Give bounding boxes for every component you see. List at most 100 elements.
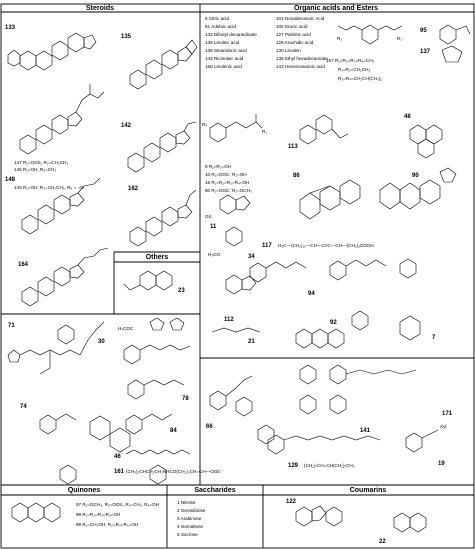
compound-number: 34: [248, 254, 255, 260]
compound-number: 113: [288, 144, 298, 150]
list-item: 144 Ricinoleic acid: [205, 56, 244, 61]
list-item: 136 Ethyl hexadecanoate: [276, 56, 328, 61]
others-header: Others: [146, 254, 169, 261]
steroids-header: Steroids: [86, 5, 114, 12]
list-item: 150 Linolenic acid: [205, 64, 242, 69]
list-item: 143 Heneicosanoic acid: [276, 64, 325, 69]
compound-number: 135: [121, 34, 132, 40]
xyl-label: Xyl: [440, 424, 446, 429]
structure-141: 141: [267, 428, 381, 455]
list-item: 138 Linoleic acid: [205, 40, 240, 45]
organic-name-list-a: 6 Citric acid 81 Adelaic acid 132 Dibuty…: [205, 16, 257, 69]
chalcone-structure: R₄ R₁ 9 R₁=R₂=OH 10 R₁=OGlc, R₂=OH 15 R₁…: [202, 114, 267, 193]
formula: H₃C—(CH₂)₁₁—CH—C≡C—CH—(CH₂)₆COOH: [278, 243, 374, 248]
compound-number: 142: [121, 123, 132, 129]
structure-11: 11 Glc: [205, 194, 251, 230]
list-item: 105 Erucic acid: [276, 24, 308, 29]
formula: (CH₂)₇CH=CH(CH₂)₇CH₃: [304, 463, 355, 468]
structure-48: 48: [404, 114, 443, 159]
compound-number: 84: [170, 428, 177, 434]
structure-benzodioxole-amide: [123, 344, 191, 365]
compound-number: 122: [286, 499, 297, 505]
structure-30: 30 H₃COC: [98, 317, 185, 345]
list-item: 6 Citric acid: [205, 16, 229, 21]
structure-46: 46: [114, 449, 191, 460]
structure-161: 161 (CH₃)₂CHCH₂CH₂NHCO(CH₂)₃CH=CH—OGlc: [114, 469, 221, 475]
steroid-structure-164: 164: [18, 247, 109, 307]
compound-number: 74: [20, 404, 27, 410]
steroid-structure-148-side: [19, 84, 105, 155]
structure-23: 23: [123, 270, 185, 294]
compound-number: 11: [210, 224, 217, 230]
structure-113: 113: [288, 114, 349, 150]
list-item: 2 Gentiobiose: [177, 508, 206, 513]
saccharide-list: 1 Nitrose 2 Gentiobiose 3 Arabinose 4 Is…: [177, 500, 206, 537]
rgroup-line: 15 R₁=R₂=R₃=R₄=OH: [205, 180, 249, 185]
list-item: 139 Stearidonic acid: [205, 48, 247, 53]
compound-number: 133: [5, 25, 16, 31]
compound-number: 148: [5, 177, 16, 183]
structure-84: 84: [125, 413, 177, 435]
compound-number: 23: [178, 288, 185, 294]
structure-78: 78: [127, 379, 189, 402]
structure-74: 74: [20, 404, 167, 485]
rgroup-line: R₁=R₂=CH₂CH₃: [338, 67, 370, 72]
r-label: R₁: [397, 36, 402, 41]
compound-number: 30: [98, 339, 105, 345]
steroid-structure-148: [21, 177, 101, 235]
compound-number: 48: [404, 114, 411, 120]
steroid-structure-142: 142: [121, 121, 197, 173]
structure-92: 92: [295, 310, 369, 349]
phthalate-ester-structure: R₂ R₁ 167 R₁=R₂=R₃=R₄=CH₃ R₁=R₂=CH₂CH₃ R…: [326, 24, 402, 81]
rgroup-line: 146 R₁=OH, R₂=CH₃: [14, 167, 56, 172]
rgroup-line: 99 R₁=CH₂OH, R₂=R₃=R₄=OH: [76, 522, 138, 527]
compound-number: 22: [379, 539, 386, 545]
compound-number: 7: [432, 335, 436, 341]
compound-number: 86: [293, 173, 300, 179]
substituent-label: H₃COC: [118, 326, 134, 331]
organic-header: Organic acids and Esters: [294, 5, 378, 12]
methoxy-label: H₃CO: [208, 252, 221, 257]
list-item: 132 Dibutyl decanedioate: [205, 32, 257, 37]
compound-number: 129: [288, 463, 299, 469]
structure-porphyrin: 171: [299, 364, 453, 417]
quinone-rgroup-list: 97 R₁=OCH₃, R₂=OGlc, R₃=CH₃, R₄=OH 98 R₁…: [76, 502, 159, 527]
rgroup-line: 9 R₁=R₂=OH: [205, 164, 231, 169]
compound-number: 171: [442, 411, 453, 417]
compound-number: 162: [128, 186, 139, 192]
list-item: 3 Arabinose: [177, 516, 202, 521]
structure-66: 66: [206, 375, 275, 445]
rgroup-line: 80 R₁=OGlc, R₂=OCH₃: [205, 188, 252, 193]
rgroup-line: 147 R₁=OGlc, R₂=CH₂CH₃: [14, 160, 68, 165]
compound-number: 141: [360, 428, 371, 434]
rgroup-line: 167 R₁=R₂=R₃=R₄=CH₃: [326, 58, 375, 63]
r-label: R₂: [337, 36, 342, 41]
panel-borders: [0, 3, 475, 549]
compound-number: 164: [18, 262, 29, 268]
list-item: 4 Isomaltose: [177, 524, 203, 529]
structure-19: 19 Xyl: [405, 424, 446, 467]
compound-number: 92: [330, 320, 337, 326]
rgroup-line: 98 R₁=R₂=R₃=R₄=OH: [76, 512, 120, 517]
glc-label: Glc: [205, 214, 213, 219]
list-item: 130 Linolein: [276, 48, 301, 53]
compound-number: 90: [412, 173, 419, 179]
rgroup-line: 97 R₁=OCH₃, R₂=OGlc, R₃=CH₃, R₄=OH: [76, 502, 159, 507]
compound-number: 78: [182, 396, 189, 402]
compound-number: 71: [8, 323, 15, 329]
rgroup-line: 10 R₁=OGlc, R₂=OH: [205, 172, 247, 177]
compound-number: 112: [224, 317, 234, 323]
rgroup-line: 149 R₁=OH, R₂=CH₂CH₃, R₃ = =O: [14, 185, 84, 190]
compound-number: 19: [438, 461, 445, 467]
compound-number: 117: [262, 243, 272, 249]
formula: (CH₃)₂CHCH₂CH₂NHCO(CH₂)₃CH=CH—OGlc: [126, 469, 221, 474]
steroid-structure-135: 135: [121, 34, 198, 90]
structure-94: 94: [249, 258, 417, 297]
structure-90: 90: [379, 167, 457, 210]
organic-name-list-b: 101 Nonadecanoic Acid 105 Erucic acid 12…: [276, 16, 328, 69]
saccharides-header: Saccharides: [194, 487, 235, 494]
structure-86: 86: [293, 173, 361, 220]
quinones-header: Quinones: [68, 487, 100, 494]
quinone-structure: [11, 502, 61, 523]
